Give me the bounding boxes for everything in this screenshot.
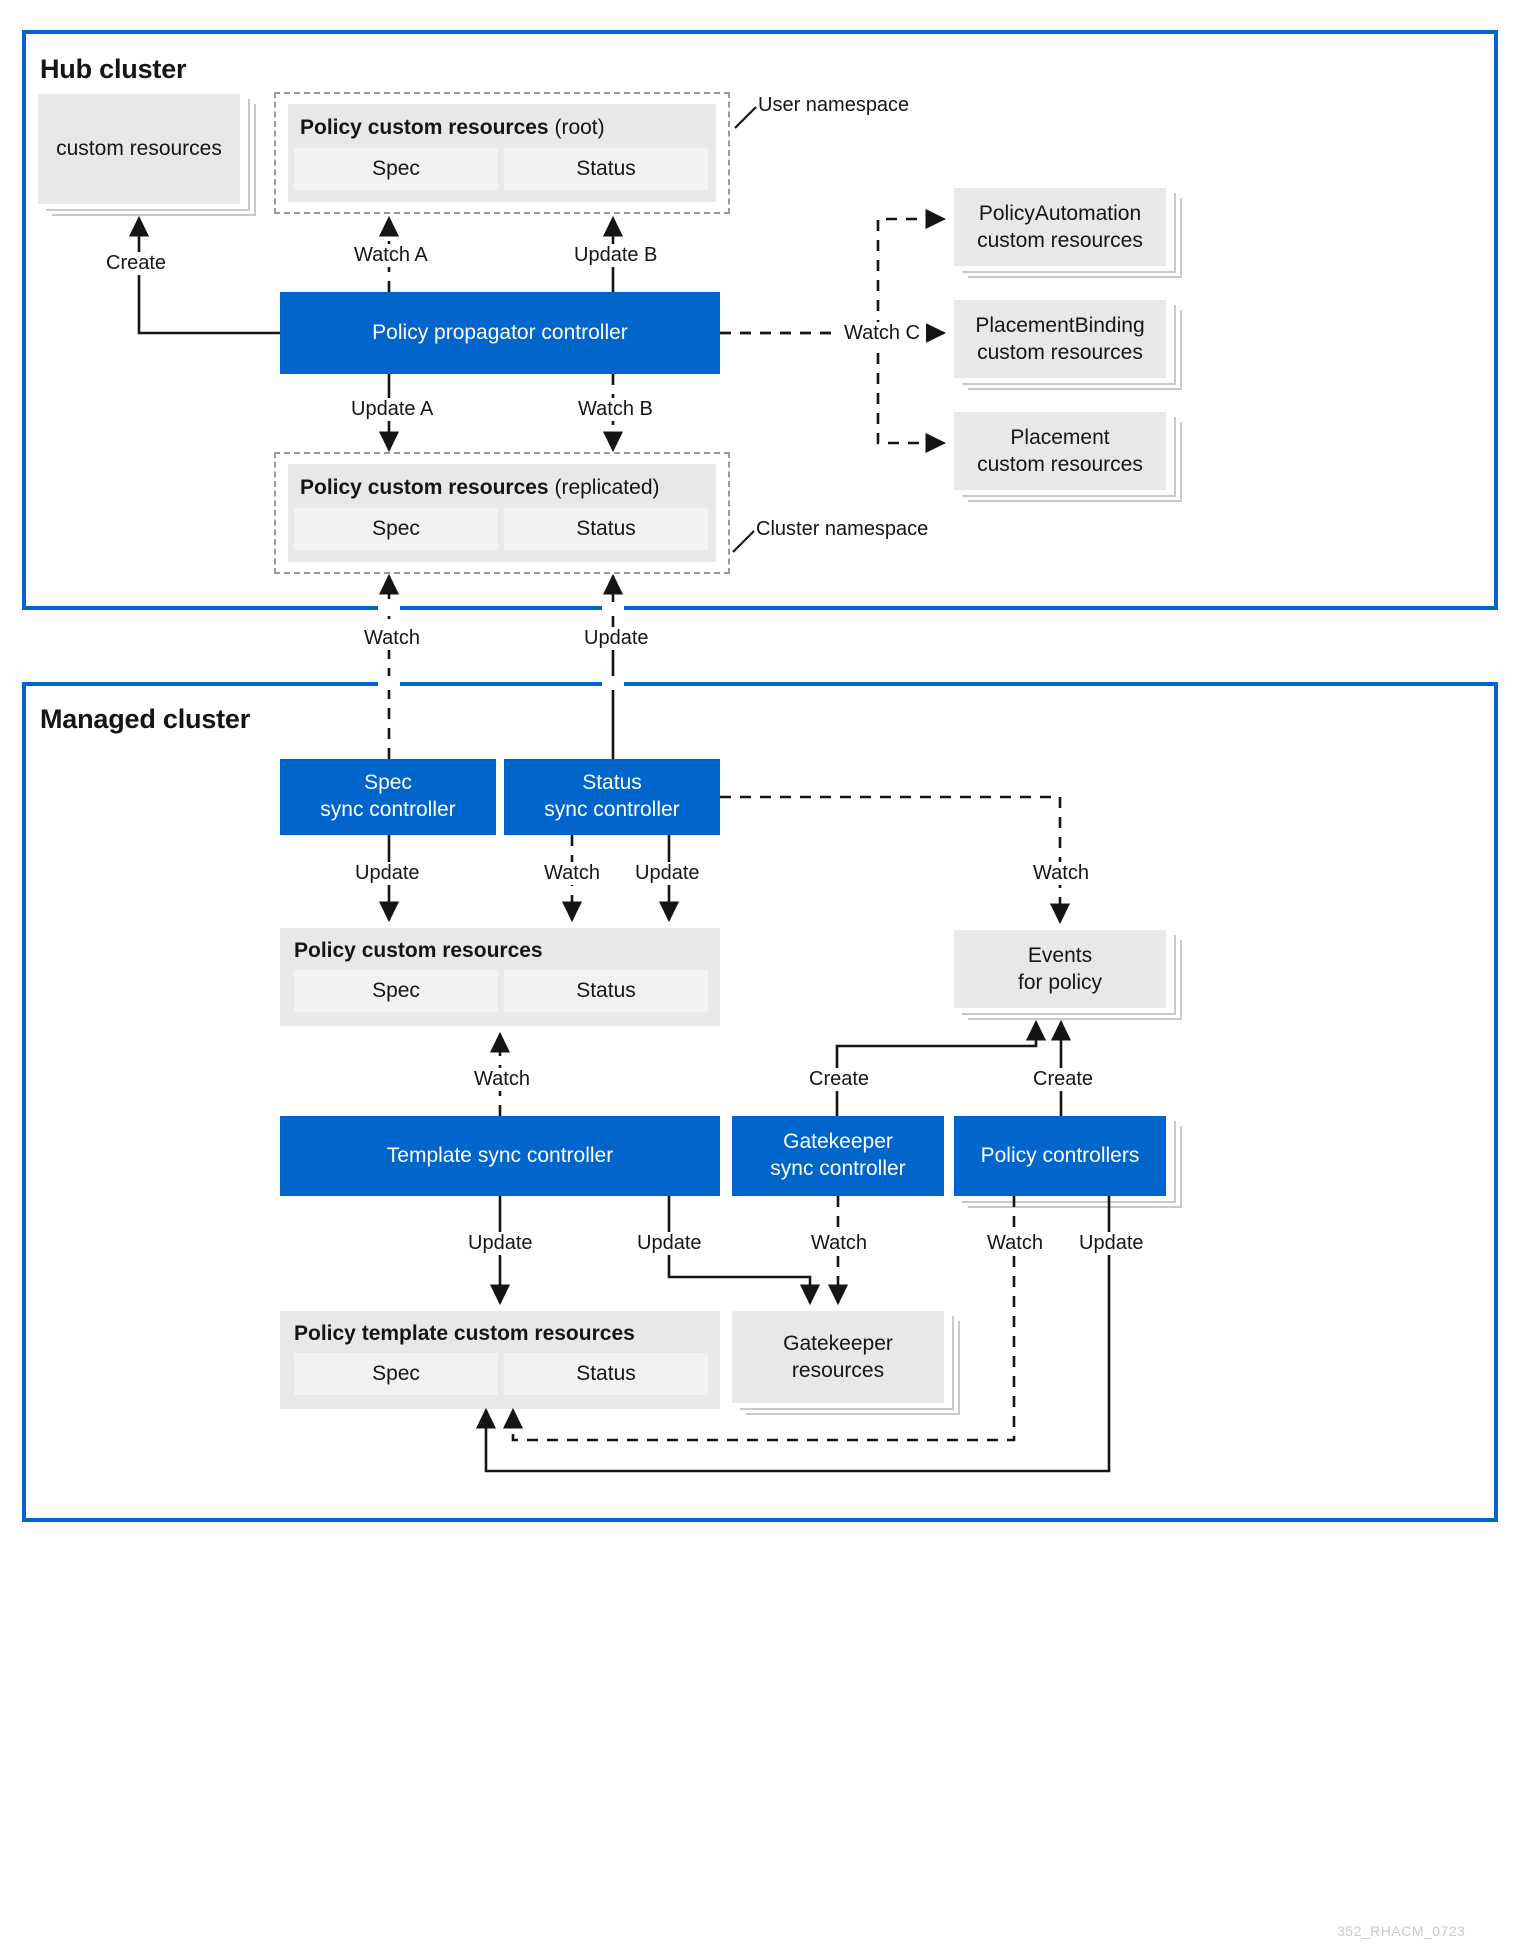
- policy-controllers-label: Policy controllers: [980, 1143, 1140, 1167]
- replicated-policy-status-label: Status: [576, 517, 636, 540]
- edge-label-template-update-right: Update: [631, 1232, 708, 1255]
- managed-border-gap-update: [602, 676, 624, 690]
- replicated-policy-status-cell: Status: [504, 508, 708, 550]
- managed-policy-cr-title-bold: Policy custom resources: [294, 939, 543, 962]
- placement-stack-1: [962, 417, 1176, 497]
- placementbinding-line1: PlacementBinding: [975, 313, 1145, 337]
- root-policy-cr-title-light: (root): [554, 116, 605, 139]
- diagram-footer-id: 352_RHACM_0723: [1337, 1923, 1466, 1939]
- edge-label-gk-watch: Watch: [805, 1232, 873, 1255]
- custom-resources-stack-1: [46, 99, 250, 211]
- placement-custom-resources-box: Placement custom resources: [954, 412, 1166, 490]
- managed-border-gap-watch: [378, 676, 400, 690]
- policy-controllers-box: Policy controllers: [954, 1116, 1166, 1196]
- policy-propagator-controller-label: Policy propagator controller: [372, 320, 628, 344]
- edge-label-pc-update: Update: [1073, 1232, 1150, 1255]
- gatekeeper-resources-line2: resources: [791, 1359, 885, 1382]
- edge-label-status-watch: Watch: [538, 862, 606, 885]
- edge-label-template-update-left: Update: [462, 1232, 539, 1255]
- template-sync-controller: Template sync controller: [280, 1116, 720, 1196]
- policyautomation-line2: custom resources: [977, 229, 1143, 252]
- placement-line2: custom resources: [977, 453, 1143, 476]
- root-policy-spec-cell: Spec: [294, 148, 498, 190]
- status-sync-controller: Status sync controller: [504, 759, 720, 835]
- events-stack-1: [962, 935, 1176, 1015]
- gatekeeper-resources-box: Gatekeeper resources: [732, 1311, 944, 1403]
- gatekeeper-sync-controller: Gatekeeper sync controller: [732, 1116, 944, 1196]
- edge-label-status-update: Update: [629, 862, 706, 885]
- edge-label-gk-create: Create: [803, 1068, 876, 1091]
- root-policy-cr-title: Policy custom resources (root): [300, 116, 605, 140]
- events-for-policy-line1: Events: [1027, 943, 1093, 967]
- root-policy-cr-title-bold: Policy custom resources: [300, 116, 549, 139]
- policy-template-status-label: Status: [576, 1362, 636, 1385]
- edge-label-cross-update: Update: [578, 627, 655, 650]
- root-policy-status-label: Status: [576, 157, 636, 180]
- managed-policy-spec-label: Spec: [372, 979, 420, 1002]
- cluster-namespace-callout-label: Cluster namespace: [756, 518, 929, 540]
- spec-sync-controller-line2: sync controller: [320, 798, 456, 821]
- hub-cluster-title: Hub cluster: [40, 54, 187, 84]
- custom-resources-stack-2: [52, 104, 256, 216]
- spec-sync-controller-line1: Spec: [364, 771, 412, 795]
- gatekeeper-sync-controller-line2: sync controller: [770, 1157, 906, 1180]
- hub-custom-resources-box: custom resources: [38, 94, 240, 204]
- gatekeeper-sync-controller-line1: Gatekeeper: [783, 1130, 893, 1154]
- policy-template-cr-title-bold: Policy template custom resources: [294, 1322, 635, 1345]
- status-sync-controller-line1: Status: [582, 771, 642, 795]
- policy-propagator-controller: Policy propagator controller: [280, 292, 720, 374]
- edge-label-template-watch: Watch: [468, 1068, 536, 1091]
- managed-policy-status-cell: Status: [504, 970, 708, 1012]
- user-namespace-callout-label: User namespace: [758, 94, 910, 116]
- edge-label-watch-c: Watch C: [838, 322, 926, 345]
- policyautomation-stack-2: [968, 198, 1182, 278]
- policy-template-cr-title: Policy template custom resources: [294, 1322, 635, 1346]
- placementbinding-custom-resources-box: PlacementBinding custom resources: [954, 300, 1166, 378]
- placement-stack-2: [968, 422, 1182, 502]
- replicated-policy-spec-cell: Spec: [294, 508, 498, 550]
- replicated-policy-spec-label: Spec: [372, 517, 420, 540]
- template-sync-controller-label: Template sync controller: [386, 1143, 614, 1167]
- managed-cluster-title: Managed cluster: [40, 704, 251, 734]
- replicated-policy-cr-title-light: (replicated): [554, 476, 660, 499]
- replicated-policy-cr-title-bold: Policy custom resources: [300, 476, 549, 499]
- policyautomation-custom-resources-box: PolicyAutomation custom resources: [954, 188, 1166, 266]
- edge-label-update-b: Update B: [568, 244, 664, 267]
- placement-line1: Placement: [1010, 425, 1110, 449]
- edge-label-update-a: Update A: [345, 398, 440, 421]
- placementbinding-stack-1: [962, 305, 1176, 385]
- edge-label-pc-watch: Watch: [981, 1232, 1049, 1255]
- edge-label-pc-create: Create: [1027, 1068, 1100, 1091]
- events-for-policy-box: Events for policy: [954, 930, 1166, 1008]
- status-sync-controller-line2: sync controller: [544, 798, 680, 821]
- hub-border-gap-update: [602, 602, 624, 616]
- edge-label-cross-watch: Watch: [358, 627, 426, 650]
- placementbinding-line2: custom resources: [977, 341, 1143, 364]
- root-policy-spec-label: Spec: [372, 157, 420, 180]
- user-namespace-boundary: [274, 92, 730, 214]
- policyautomation-stack-1: [962, 193, 1176, 273]
- edge-label-create: Create: [100, 252, 173, 275]
- policy-template-spec-label: Spec: [372, 1362, 420, 1385]
- cluster-namespace-boundary: [274, 452, 730, 574]
- policyautomation-line1: PolicyAutomation: [978, 201, 1142, 225]
- gatekeeper-resources-line1: Gatekeeper: [783, 1331, 893, 1355]
- replicated-policy-cr-title: Policy custom resources (replicated): [300, 476, 660, 500]
- edge-label-watch-b: Watch B: [572, 398, 659, 421]
- hub-custom-resources-label: custom resources: [56, 137, 222, 161]
- edge-label-watch-a: Watch A: [348, 244, 434, 267]
- placementbinding-stack-2: [968, 310, 1182, 390]
- policy-template-status-cell: Status: [504, 1353, 708, 1395]
- events-for-policy-line2: for policy: [1017, 971, 1103, 994]
- root-policy-status-cell: Status: [504, 148, 708, 190]
- edge-label-events-watch: Watch: [1027, 862, 1095, 885]
- managed-policy-cr-title: Policy custom resources: [294, 939, 543, 963]
- edge-label-spec-update: Update: [349, 862, 426, 885]
- policy-template-spec-cell: Spec: [294, 1353, 498, 1395]
- managed-policy-spec-cell: Spec: [294, 970, 498, 1012]
- events-stack-2: [968, 940, 1182, 1020]
- spec-sync-controller: Spec sync controller: [280, 759, 496, 835]
- managed-policy-status-label: Status: [576, 979, 636, 1002]
- hub-border-gap-watch: [378, 602, 400, 616]
